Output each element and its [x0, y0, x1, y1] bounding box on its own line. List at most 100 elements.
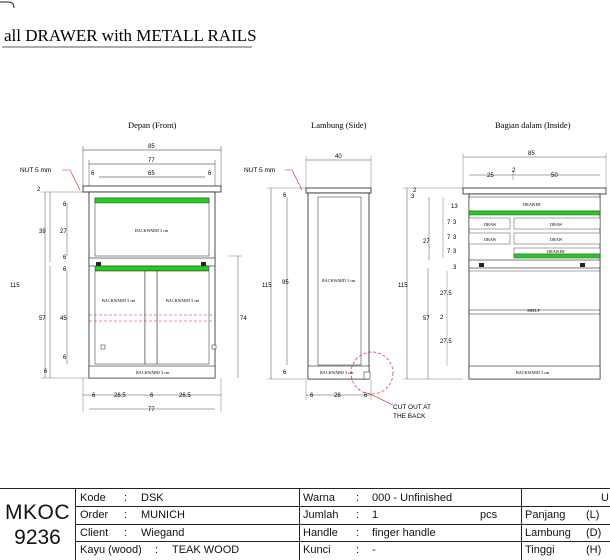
front-backward-left: BACKWARD 3 cm — [102, 298, 136, 303]
front-dim-85: 85 — [148, 144, 155, 150]
side-nut-label: NUT 5 mm — [244, 167, 275, 174]
inside-dim-27: 27 — [423, 239, 430, 245]
label-client: Client — [80, 527, 109, 539]
inside-dim-115: 115 — [398, 283, 408, 289]
inside-dim-275b: 27.5 — [440, 339, 452, 345]
inside-dim-3d: 3 — [453, 265, 457, 271]
side-cutout-note-1: CUT OUT AT — [393, 404, 431, 411]
value-warna: 000 - Unfinished — [372, 492, 453, 504]
inside-dim-2b: 2 — [440, 315, 444, 321]
drawing-title: all DRAWER with METALL RAILS — [4, 26, 257, 45]
front-rail-top — [94, 197, 210, 204]
front-dim-6d: 6 — [63, 255, 67, 261]
sheet-border — [0, 1, 15, 9]
sep-kayu: : — [155, 544, 159, 556]
side-dim-28: 28 — [334, 393, 341, 399]
inside-draw-3: DRAW — [484, 237, 497, 242]
front-dim-6b: 6 — [208, 171, 212, 177]
front-dim-2: 2 — [37, 187, 41, 193]
inside-drawer-label: DRAWER — [523, 202, 541, 207]
sep-order: : — [124, 509, 128, 521]
front-dim-77b: 77 — [148, 407, 155, 413]
value-kode: DSK — [141, 492, 164, 504]
side-view: Lambung (Side) 40 NUT 5 mm BACKWARD 3 cm… — [244, 120, 431, 420]
title-block: MKOC 9236 Kode : DSK Order : MUNICH Clie… — [0, 488, 610, 560]
side-dim-6-bot: 6 — [283, 370, 287, 376]
value-order: MUNICH — [141, 509, 185, 521]
label-kunci: Kunci — [303, 544, 331, 556]
front-rail-mid — [94, 265, 210, 272]
front-dim-74: 74 — [240, 316, 247, 322]
inside-dim-3: 3 — [411, 194, 415, 200]
inside-dim-13: 13 — [451, 204, 458, 210]
side-cutout-note-2: THE BACK — [393, 413, 426, 420]
label-panjang: Panjang — [525, 509, 566, 521]
front-dim-39: 39 — [39, 229, 46, 235]
inside-draw-1: DRAW — [484, 222, 497, 227]
front-dim-45: 45 — [60, 316, 67, 322]
label-tinggi: Tinggi — [525, 544, 555, 556]
value-kayu: TEAK WOOD — [172, 544, 240, 556]
front-dim-77: 77 — [148, 158, 155, 164]
inside-dim-50: 50 — [551, 173, 558, 179]
label-order: Order — [80, 509, 109, 521]
inside-dim-275a: 27.5 — [440, 291, 452, 297]
front-backward-right: BACKWARD 3 cm — [166, 298, 200, 303]
value-handle: finger handle — [372, 527, 436, 539]
value-client: Wiegand — [141, 527, 185, 539]
label-handle: Handle — [303, 527, 338, 539]
side-dim-95: 95 — [282, 280, 289, 286]
front-dim-6a: 6 — [91, 171, 95, 177]
inside-dim-2: 2 — [512, 168, 516, 174]
front-view: Depan (Front) 85 77 65 6 6 NUT 5 mm BACK… — [10, 120, 247, 413]
front-backward-bottom: BACKWARD 3 cm — [136, 370, 170, 375]
side-cutout-circle — [350, 351, 394, 395]
side-dim-6-top: 6 — [283, 193, 287, 199]
label-warna: Warna — [303, 492, 335, 504]
front-dim-6c: 6 — [63, 202, 67, 208]
sep-kunci: : — [356, 544, 360, 556]
side-title: Lambung (Side) — [311, 120, 367, 130]
side-dim-6l: 6 — [310, 393, 314, 399]
inside-dim-3b: 3 — [453, 235, 457, 241]
side-backward-center: BACKWARD 3 cm — [322, 278, 356, 283]
inside-draw-5: DRAWER — [547, 249, 565, 254]
value-kunci: - — [372, 544, 376, 556]
inside-dim-3c: 3 — [453, 249, 457, 255]
inside-rail-1 — [468, 210, 601, 216]
side-nut-leader — [285, 169, 303, 191]
label-jumlah: Jumlah — [303, 509, 339, 521]
product-code-line2: 9236 — [14, 525, 61, 549]
front-nut-label: NUT 5 mm — [20, 167, 51, 174]
front-dim-65: 65 — [148, 171, 155, 177]
inside-backward-bottom: BACKWARD 3 cm — [516, 370, 550, 375]
label-kode: Kode — [80, 492, 106, 504]
technical-drawing: all DRAWER with METALL RAILS Depan (Fron… — [0, 1, 607, 420]
front-backward-top: BACKWARD 3 cm — [135, 228, 169, 233]
front-dim-115: 115 — [10, 283, 20, 289]
sep-kode: : — [124, 492, 128, 504]
front-dim-6h: 6 — [92, 393, 96, 399]
inside-title: Bagian dalam (Inside) — [495, 120, 571, 130]
inside-rail-2 — [513, 253, 601, 259]
inside-dim-3a: 3 — [453, 220, 457, 226]
front-dim-26a: 26.5 — [114, 393, 126, 399]
label-u: U — [601, 492, 609, 504]
sep-jumlah: : — [356, 509, 360, 521]
inside-dim-85: 85 — [528, 151, 535, 157]
code-tinggi: (H) — [586, 544, 602, 556]
inside-draw-4: DRAW — [550, 237, 563, 242]
front-dim-6g: 6 — [44, 369, 48, 375]
front-title: Depan (Front) — [128, 120, 177, 130]
front-nut-leader — [62, 169, 81, 191]
inside-dim-7c: 7 — [447, 249, 451, 255]
product-code-line1: MKOC — [5, 500, 70, 524]
value-jumlah: 1 — [372, 509, 379, 521]
sep-client: : — [124, 527, 128, 539]
inside-dim-7b: 7 — [447, 235, 451, 241]
inside-shelf-label: SHELF — [527, 308, 540, 313]
code-panjang: (L) — [586, 509, 600, 521]
side-dim-6r: 6 — [364, 393, 368, 399]
unit-jumlah: pcs — [480, 509, 498, 521]
product-code-box: MKOC 9236 — [0, 489, 76, 560]
